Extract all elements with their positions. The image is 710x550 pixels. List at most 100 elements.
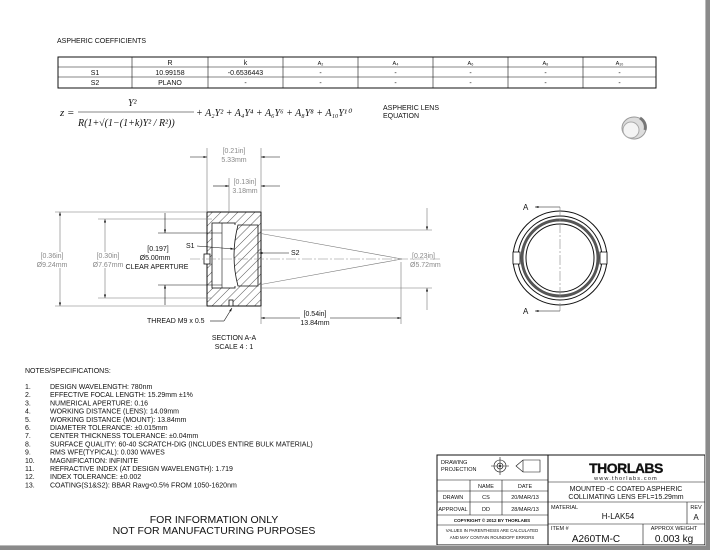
drawn-name: CS <box>482 495 490 501</box>
note-number: 2. <box>25 392 31 399</box>
note-text: RMS WFE(TYPICAL): 0.030 WAVES <box>50 450 165 457</box>
table-header-cell: R <box>167 60 172 67</box>
table-cell: - <box>319 70 322 77</box>
dim-lens-length-in: [0.13in] <box>234 179 257 186</box>
title-block: DRAWING PROJECTION NAME DATE DRAWN CS 20… <box>436 454 705 545</box>
dim-beam-in: [0.23in] <box>412 253 435 260</box>
notes-list: 1. DESIGN WAVELENGTH: 780nm 2. EFFECTIVE FO… <box>25 384 313 489</box>
dim-working-distance-mm: 13.84mm <box>300 320 329 327</box>
table-cell: 10.99158 <box>155 70 184 77</box>
table-cell: - <box>319 80 322 87</box>
note-text: DIAMETER TOLERANCE: ±0.015mm <box>50 425 168 432</box>
material-value: H-LAK54 <box>602 512 635 521</box>
approval-date: 28/MAR/13 <box>511 507 539 513</box>
approval-label: APPROVAL <box>438 507 467 513</box>
note-text: WORKING DISTANCE (LENS): 14.09mm <box>50 409 179 416</box>
thorlabs-logo: THORLABS <box>589 460 663 476</box>
table-header-cell: A₄ <box>393 61 400 67</box>
table-cell: -0.6536443 <box>228 70 264 77</box>
disclaimer-line2: NOT FOR MANUFACTURING PURPOSES <box>113 525 316 537</box>
date-header: DATE <box>518 484 533 490</box>
weight-value: 0.003 kg <box>655 534 693 545</box>
dim-length-in: [0.21in] <box>223 148 246 155</box>
drawn-date: 20/MAR/13 <box>511 495 539 501</box>
copyright: COPYRIGHT © 2012 BY THORLABS <box>454 517 530 523</box>
clear-aperture-mm: Ø5.00mm <box>140 255 171 262</box>
note-number: 4. <box>25 409 31 416</box>
note-number: 12. <box>25 474 35 481</box>
section-view: [0.21in] 5.33mm [0.13in] 3.18mm [0.36in]… <box>37 148 441 351</box>
name-header: NAME <box>478 484 494 490</box>
note-number: 3. <box>25 400 31 407</box>
note-text: SURFACE QUALITY: 60-40 SCRATCH-DIG (INCL… <box>50 441 313 448</box>
equation-lhs: z = <box>59 107 74 119</box>
note-number: 8. <box>25 441 31 448</box>
equation-terms: + A₂Y² + A₄Y⁴ + A₆Y⁶ + A₈Y⁸ + A₁₀Y¹⁰ <box>196 108 353 119</box>
table-cell: - <box>544 70 547 77</box>
note-text: COATING(S1&S2): BBAR Ravg<0.5% FROM 1050… <box>50 482 237 489</box>
lens-element <box>233 224 259 287</box>
section-title: SECTION A-A <box>212 335 257 342</box>
note-text: DESIGN WAVELENGTH: 780nm <box>50 384 152 391</box>
rev-value: A <box>693 513 699 522</box>
disclaimer-line1: FOR INFORMATION ONLY <box>150 514 279 526</box>
surface-s1-label: S1 <box>186 243 195 250</box>
lens-mount-thumbnail <box>621 116 647 140</box>
table-header-cell: A₈ <box>543 61 549 67</box>
equation-label-2: EQUATION <box>383 113 419 120</box>
note-number: 1. <box>25 384 31 391</box>
table-cell: PLANO <box>158 80 182 87</box>
first-angle-projection-icon <box>491 457 541 475</box>
table-cell: - <box>618 70 621 77</box>
rev-label: REV <box>690 505 702 511</box>
equation-label: ASPHERIC LENS <box>383 105 439 112</box>
note-text: NUMERICAL APERTURE: 0.16 <box>50 400 148 407</box>
section-mark-bottom: A <box>523 307 529 316</box>
note-text: WORKING DISTANCE (MOUNT): 13.84mm <box>50 417 187 424</box>
note-number: 9. <box>25 450 31 457</box>
table-cell: - <box>394 70 397 77</box>
section-scale: SCALE 4 : 1 <box>215 344 254 351</box>
values-note-2: AND MAY CONTAIN ROUNDOFF ERRORS <box>450 535 535 540</box>
table-cell: - <box>544 80 547 87</box>
table-cell: - <box>394 80 397 87</box>
note-number: 7. <box>25 433 31 440</box>
equation-denominator: R(1+√(1−(1+k)Y² / R²)) <box>77 118 175 129</box>
weight-label: APPROX WEIGHT <box>651 526 698 532</box>
note-number: 6. <box>25 425 31 432</box>
notes-title: NOTES/SPECIFICATIONS: <box>25 368 111 375</box>
table-header-cell: A₁₀ <box>616 61 624 67</box>
dim-lens-length-mm: 3.18mm <box>232 188 257 195</box>
part-description-2: COLLIMATING LENS EFL=15.29mm <box>568 494 683 501</box>
website: www.thorlabs.com <box>593 476 658 482</box>
clear-aperture-in: [0.197] <box>147 246 168 253</box>
projection-label: DRAWING <box>441 460 467 466</box>
table-header-cell: A₆ <box>468 61 474 67</box>
table-header-cell: k <box>244 60 248 67</box>
section-mark-top: A <box>523 203 529 212</box>
table-cell: S1 <box>91 70 100 77</box>
equation-numerator: Y² <box>128 98 138 109</box>
table-cell: - <box>469 70 472 77</box>
note-text: EFFECTIVE FOCAL LENGTH: 15.29mm ±1% <box>50 392 193 399</box>
part-description: MOUNTED -C COATED ASPHERIC <box>570 486 683 493</box>
table-cell: - <box>469 80 472 87</box>
table-header-cell: A₂ <box>318 61 324 67</box>
dim-id-mm: Ø7.67mm <box>93 262 124 269</box>
note-text: REFRACTIVE INDEX (AT DESIGN WAVELENGTH):… <box>50 466 233 473</box>
item-label: ITEM # <box>551 526 570 532</box>
values-note: VALUES IN PARENTHESIS ARE CALCULATED <box>446 528 538 533</box>
dim-beam-mm: Ø5.72mm <box>410 262 441 269</box>
end-view: A A <box>512 203 608 316</box>
drawn-label: DRAWN <box>443 495 464 501</box>
dim-od-in: [0.36in] <box>41 253 64 260</box>
approval-name: DD <box>482 507 490 513</box>
table-cell: S2 <box>91 80 100 87</box>
material-label: MATERIAL <box>551 505 578 511</box>
clear-aperture-label: CLEAR APERTURE <box>126 264 189 271</box>
table-cell: - <box>244 80 247 87</box>
note-text: MAGNIFICATION: INFINITE <box>50 458 138 465</box>
table-cell: - <box>618 80 621 87</box>
